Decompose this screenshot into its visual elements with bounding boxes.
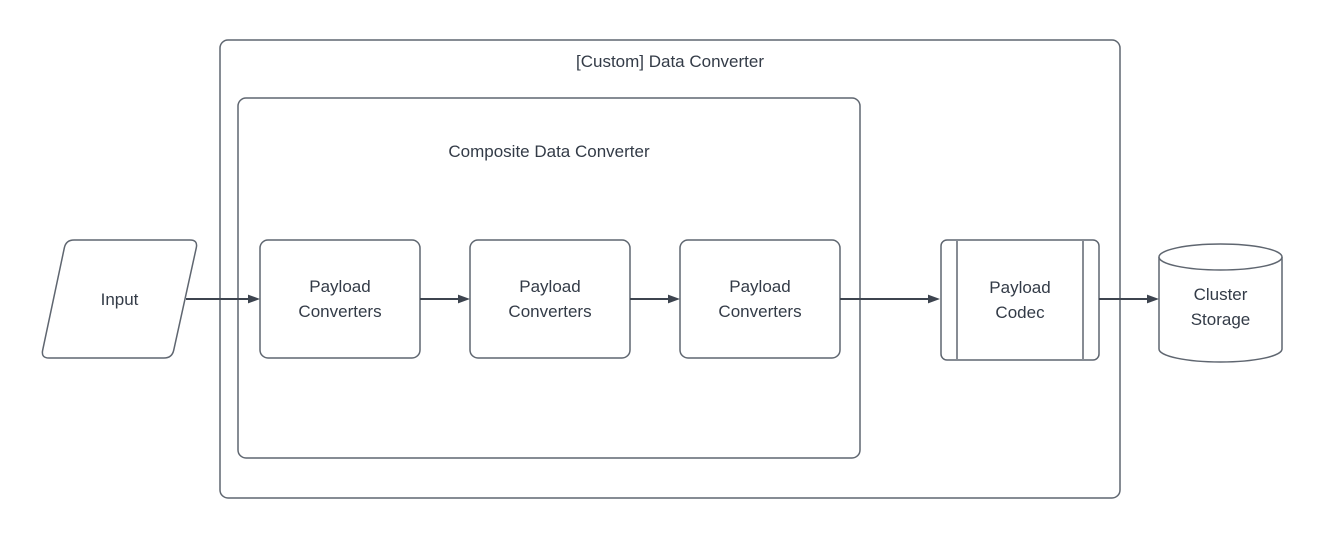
cluster-storage-label: Cluster Storage [1190, 285, 1251, 329]
input-shape [41, 239, 198, 359]
input-label: Input [100, 289, 139, 309]
cluster-storage-top-rim [1158, 243, 1283, 271]
arrow-payload2-to-payload3 [630, 294, 680, 304]
composite-data-converter-container [237, 97, 861, 459]
payload-converters-2-label: Payload Converters [508, 277, 592, 321]
custom-data-converter-container [219, 39, 1121, 499]
cluster-storage-body [1158, 257, 1283, 363]
arrow-payload3-to-codec [840, 294, 940, 304]
arrow-input-to-payload1 [186, 294, 260, 304]
composite-data-converter-title: Composite Data Converter [448, 142, 650, 161]
arrow-codec-to-storage [1099, 294, 1159, 304]
payload-converters-1-label: Payload Converters [298, 277, 382, 321]
payload-codec-label: Payload Codec [989, 278, 1051, 322]
cluster-storage-shape [1158, 243, 1283, 363]
payload-converters-3-label: Payload Converters [718, 277, 802, 321]
arrow-payload1-to-payload2 [420, 294, 470, 304]
custom-data-converter-title: [Custom] Data Converter [575, 52, 764, 71]
